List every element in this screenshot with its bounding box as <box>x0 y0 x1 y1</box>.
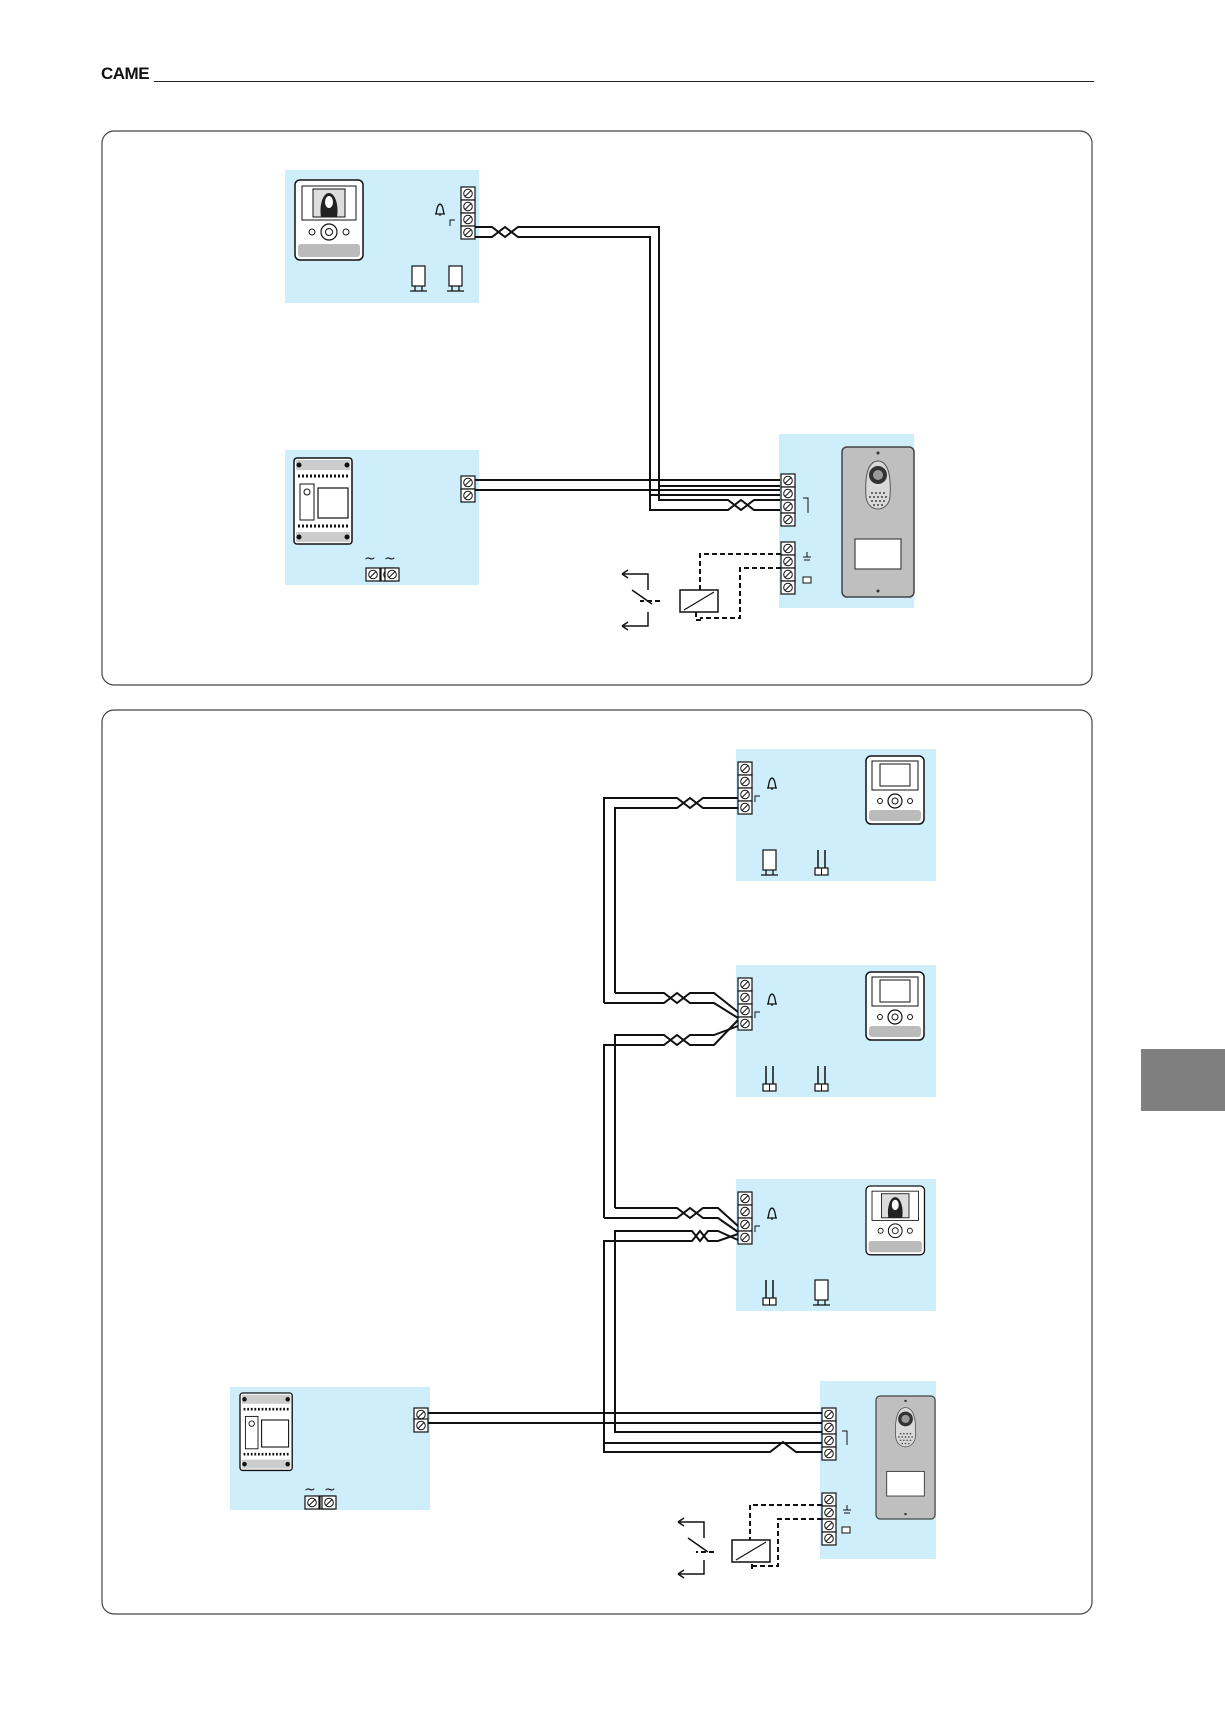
lock-icon <box>842 1527 850 1533</box>
monitor-terminal-block <box>738 1192 752 1244</box>
power-supply <box>294 458 352 544</box>
door-entry-panel <box>876 1396 935 1519</box>
monitor-unit-3 <box>736 1179 936 1311</box>
relay-icon <box>680 590 718 612</box>
door-terminal-block-lock <box>822 1493 836 1545</box>
relay-icon <box>732 1540 770 1562</box>
lock-icon <box>803 577 811 583</box>
monitor-unit-2 <box>736 965 936 1097</box>
switch-icon <box>622 570 652 630</box>
ac-tilde-icon: ~ <box>364 551 376 567</box>
bus-wires <box>428 798 822 1452</box>
monitor-terminal-block <box>738 762 752 814</box>
psu-terminal-block <box>461 476 475 502</box>
power-supply-unit: ~ ~ <box>230 1387 430 1510</box>
door-terminal-block-lock <box>781 542 795 594</box>
video-monitor <box>866 972 924 1040</box>
door-station-unit <box>779 434 914 608</box>
diagram-single-monitor: ~ ~ <box>102 131 1092 685</box>
monitor-terminal-block <box>461 187 475 239</box>
monitor-unit-1 <box>736 749 936 881</box>
monitor-unit <box>285 170 479 303</box>
mains-terminal <box>366 568 399 581</box>
video-monitor <box>295 180 363 260</box>
power-supply <box>240 1393 292 1470</box>
mains-terminal <box>305 1496 336 1509</box>
door-terminal-block-bus <box>781 474 795 526</box>
diagram-frame <box>102 131 1092 685</box>
power-supply-unit: ~ ~ <box>285 450 479 585</box>
door-entry-panel <box>842 447 914 597</box>
door-terminal-block-bus <box>822 1408 836 1460</box>
bus-wires <box>475 227 780 510</box>
video-monitor <box>866 1186 924 1255</box>
ac-tilde-icon: ~ <box>384 551 396 567</box>
door-station-unit <box>820 1381 936 1559</box>
diagram-three-monitors: ~ ~ <box>102 710 1092 1614</box>
psu-terminal-block <box>414 1408 428 1432</box>
video-monitor <box>866 756 924 824</box>
monitor-terminal-block <box>738 978 752 1030</box>
switch-icon <box>678 1518 708 1578</box>
